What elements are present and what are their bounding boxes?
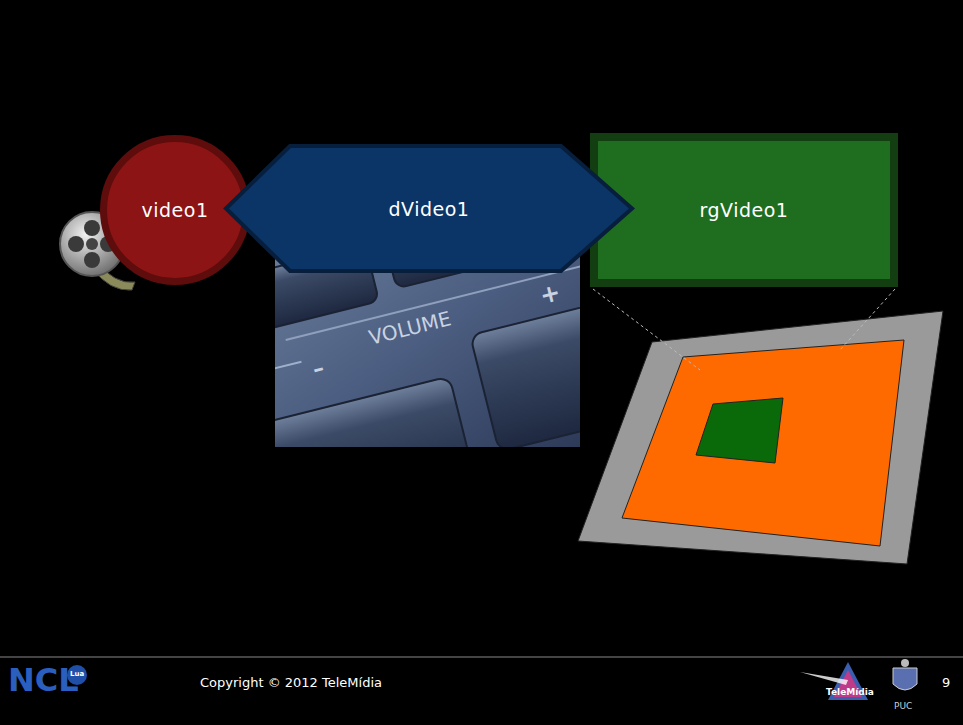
puc-logo-text: PUC — [894, 702, 912, 711]
node-label: video1 — [142, 199, 209, 221]
copyright-note: Copyright © 2012 TeleMídia — [200, 676, 382, 689]
node-label: rgVideo1 — [700, 199, 789, 221]
ncl-logo: NCL — [8, 664, 79, 696]
lua-logo: Lua — [70, 671, 84, 678]
footer-rule — [0, 657, 963, 658]
screen-illustration — [578, 289, 943, 564]
page-number: 9 — [942, 676, 950, 689]
telemidia-logo-text: TeleMídia — [826, 688, 874, 697]
node-label: dVideo1 — [389, 198, 470, 220]
descriptor-hexagon: dVideo1 — [225, 145, 633, 272]
puc-logo — [893, 659, 917, 690]
region-box: rgVideo1 — [590, 133, 898, 287]
